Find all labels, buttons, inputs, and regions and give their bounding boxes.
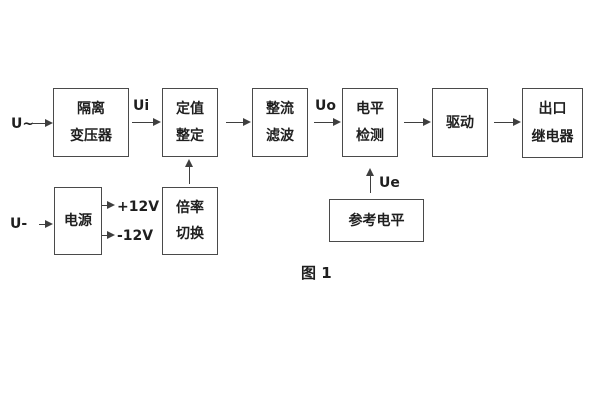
arrow-ac-input-to-transformer bbox=[32, 119, 53, 128]
arrow-level-detect-to-drive bbox=[404, 118, 431, 127]
block-label: 电源 bbox=[64, 213, 92, 229]
arrow-power-plus-12v-output bbox=[102, 201, 115, 210]
figure-caption: 图 1 bbox=[301, 264, 332, 282]
block-output-relay: 出口 继电器 bbox=[522, 88, 583, 158]
block-rectifier-filter: 整流 滤波 bbox=[252, 88, 308, 157]
block-label: 滤波 bbox=[266, 128, 294, 144]
block-label: 出口 bbox=[538, 101, 567, 118]
block-label: 定值 bbox=[176, 101, 204, 117]
signal-label-dc-input: U- bbox=[10, 216, 28, 232]
signal-label-ui: Ui bbox=[133, 98, 150, 114]
block-multiplier-switch: 倍率 切换 bbox=[162, 187, 218, 255]
arrow-drive-to-output-relay bbox=[494, 118, 521, 127]
block-reference-level: 参考电平 bbox=[329, 199, 424, 242]
signal-label-ue: Ue bbox=[379, 175, 400, 191]
arrow-power-minus-12v-output bbox=[102, 231, 115, 240]
block-label: 继电器 bbox=[531, 128, 574, 145]
signal-label-uo: Uo bbox=[315, 98, 336, 114]
block-label: 驱动 bbox=[446, 114, 474, 131]
block-drive: 驱动 bbox=[432, 88, 488, 157]
arrow-multiplier-to-setting bbox=[185, 159, 194, 184]
block-label: 变压器 bbox=[70, 128, 112, 144]
arrow-dc-input-to-power bbox=[39, 220, 53, 229]
block-label: 隔离 bbox=[77, 101, 105, 117]
block-setting-adjust: 定值 整定 bbox=[162, 88, 218, 157]
arrow-rectifier-to-level-detect bbox=[314, 118, 341, 127]
signal-label-ac-input: U~ bbox=[11, 116, 35, 132]
block-label: 切换 bbox=[176, 226, 204, 243]
signal-label-minus-12v: -12V bbox=[117, 228, 154, 244]
block-label: 整定 bbox=[176, 128, 204, 144]
block-label: 检测 bbox=[356, 128, 384, 144]
block-label: 参考电平 bbox=[348, 212, 405, 229]
block-label: 电平 bbox=[356, 101, 384, 117]
block-power-supply: 电源 bbox=[54, 187, 102, 255]
block-label: 整流 bbox=[266, 101, 294, 117]
arrow-reference-to-level-detect bbox=[366, 168, 375, 193]
block-level-detect: 电平 检测 bbox=[342, 88, 398, 157]
signal-label-plus-12v: +12V bbox=[117, 199, 160, 215]
arrow-transformer-to-setting bbox=[132, 118, 161, 127]
block-label: 倍率 bbox=[176, 199, 204, 216]
block-isolation-transformer: 隔离 变压器 bbox=[53, 88, 129, 157]
arrow-setting-to-rectifier bbox=[226, 118, 251, 127]
